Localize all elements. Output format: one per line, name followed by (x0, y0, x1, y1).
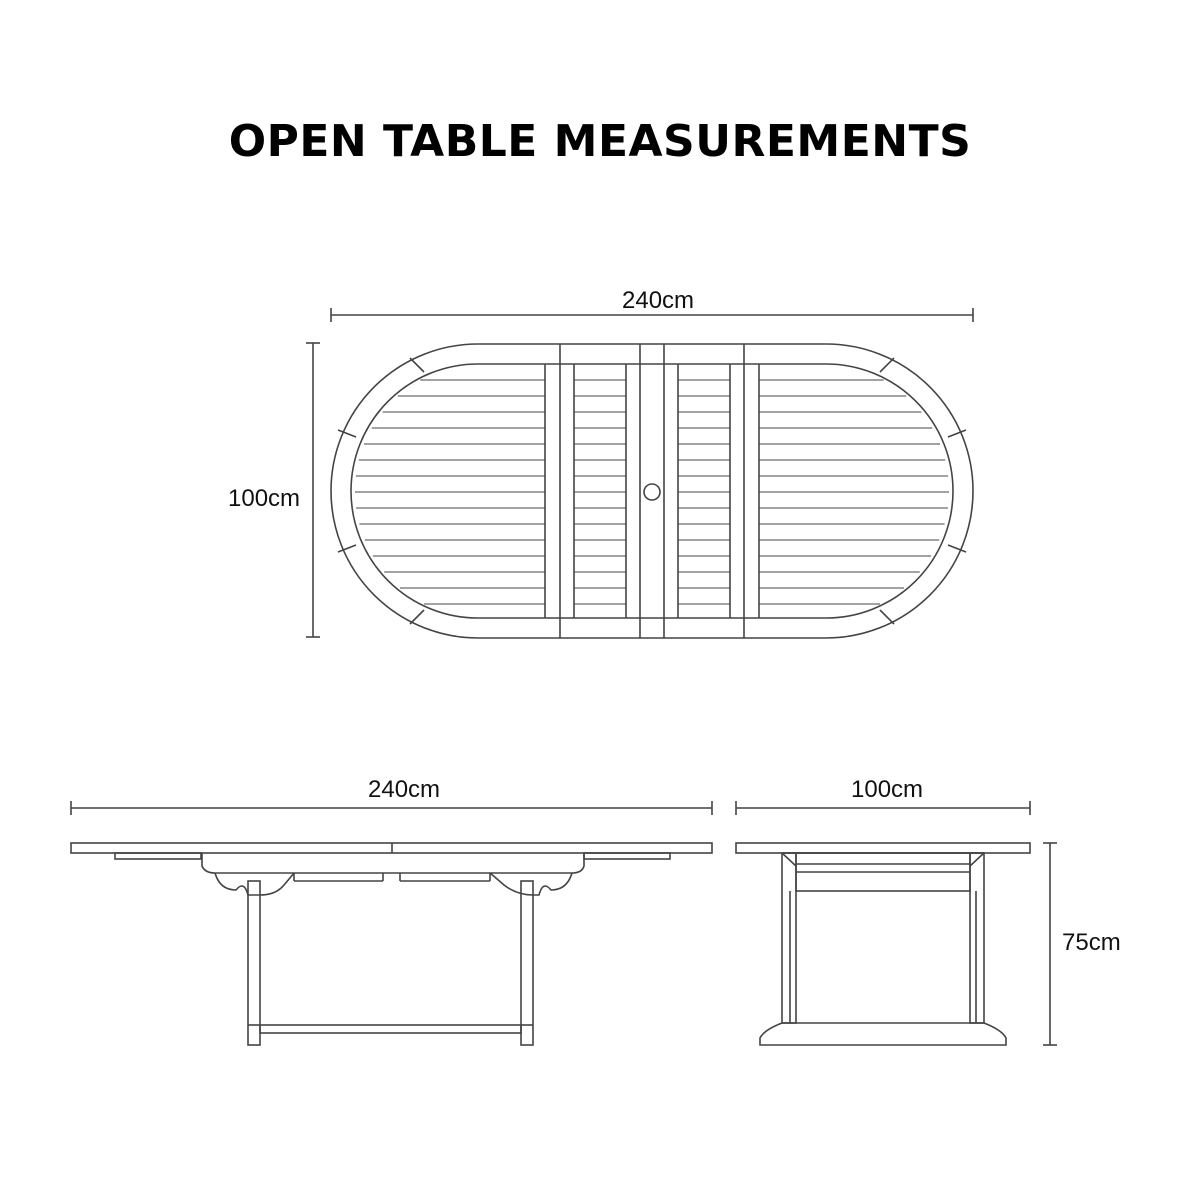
end-height-dimension-line (1043, 842, 1057, 1046)
table-top-view (330, 343, 974, 639)
table-side-view (70, 842, 713, 1046)
top-view-width-label: 100cm (228, 485, 301, 512)
top-width-dimension-line (306, 342, 320, 638)
umbrella-hole-icon (643, 483, 661, 501)
top-view-length-label: 240cm (622, 287, 695, 314)
side-view-length-label: 240cm (368, 776, 441, 803)
table-end-view (735, 842, 1031, 1046)
page-title: OPEN TABLE MEASUREMENTS (228, 116, 972, 167)
side-length-dimension-line (70, 801, 713, 815)
table-top-slats (355, 379, 949, 605)
end-view-width-label: 100cm (851, 776, 924, 803)
end-width-dimension-line (735, 801, 1031, 815)
top-length-dimension-line (330, 308, 974, 322)
end-view-height-label: 75cm (1062, 929, 1121, 956)
